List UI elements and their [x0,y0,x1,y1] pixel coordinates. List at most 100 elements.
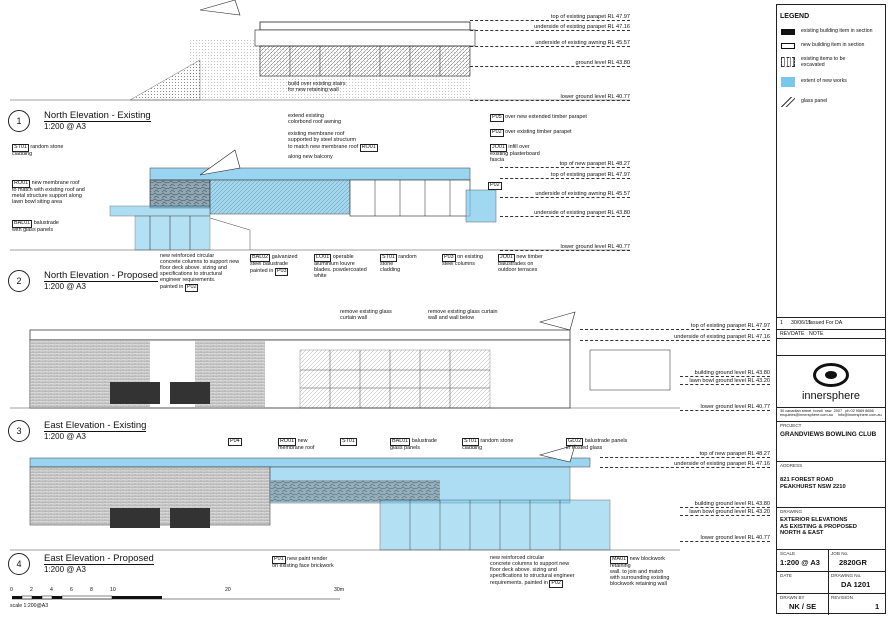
scale-value: 1:200 @ A3 [780,558,820,567]
note-p04: P04 [228,438,242,446]
firm-logo-icon [813,363,849,387]
elevation-number: 2 [8,270,30,292]
revision-label: REVISION [831,595,853,600]
level-label: lower ground level RL 40.77 [700,535,770,541]
revision-col-rev: REV [780,331,791,337]
note-p02: P02 over existing timber parapet [490,129,572,137]
legend-item: new building item in section [801,42,865,48]
level-label: lower ground level RL 40.77 [560,244,630,250]
level-label: underside of existing parapet RL 43.80 [534,210,630,216]
scale-tick: 20 [225,587,231,593]
revision-col-note: NOTE [809,331,824,337]
drawn-by-label: DRAWN BY [780,595,805,600]
note-p03: P03 on existing steel columns [442,254,483,267]
note-remove-glass-wall: remove existing glass curtain wall and w… [428,309,498,321]
elevation-title: North Elevation - Proposed [44,270,159,282]
note-remove-glass: remove existing glass curtain wall [340,309,392,321]
note-st01c: ST01 [340,438,357,446]
job-no-label: JOB No. [831,551,849,556]
legend-item: existing building item in section [801,28,873,34]
note-ro01c: RO01 new membrane roof [278,438,315,451]
legend-item: existing items to be excavated [801,56,846,68]
level-label: top of existing parapet RL 47.97 [550,172,630,178]
scale-tick: 8 [90,587,93,593]
level-label: top of existing parapet RL 47.97 [690,323,770,329]
legend-swatch-glass [781,97,795,107]
level-label: top of new parapet RL 48.27 [559,161,630,167]
level-label: top of existing parapet RL 47.97 [550,14,630,20]
elevation-scale: 1:200 @ A3 [44,432,86,441]
legend-item: glass panel [801,98,828,104]
north-elevation-proposed-graphic [10,149,630,251]
scale-tick: 10 [110,587,116,593]
legend-swatch-existing [781,29,795,35]
date-label: DATE [780,573,792,578]
level-label: lower ground level RL 40.77 [560,94,630,100]
address-label: ADDRESS [780,463,803,468]
level-label: underside of existing parapet RL 47.16 [534,24,630,30]
note-st01: ST01 random stone cladding [12,144,64,157]
revision-date: 30/06/15 [791,320,812,326]
note-p05: P05 over new extended timber parapet [490,114,587,122]
level-label: underside of existing awning RL 45.57 [535,40,630,46]
revision-col-date: DATE [791,331,805,337]
note-bal01: BAL01 balustrade with glass panels [12,220,59,233]
scale-caption: scale 1:200@A3 [10,603,49,609]
drawn-by-value: NK / SE [789,602,817,611]
north-elevation-existing-graphic [10,0,630,101]
drawing-value: EXTERIOR ELEVATIONS AS EXISTING & PROPOS… [780,517,857,537]
note-p01: P01 new paint render on existing face br… [272,556,334,569]
note-jo01: JO01 infill over existing plasterboard f… [490,144,540,163]
drawing-no-value: DA 1201 [841,580,871,589]
job-no-value: 2820GR [839,558,867,567]
note-jo01b: JO01 new timber balustrades on outdoor t… [498,254,543,273]
level-label: top of new parapet RL 48.27 [699,451,770,457]
level-label: underside of existing awning RL 45.57 [535,191,630,197]
east-elevation-existing-graphic [10,311,680,409]
note-ma01: MA01 new blockwork retaining wall. to jo… [610,556,670,587]
scale-tick: 0 [10,587,13,593]
elevations-graphics [10,0,680,600]
drawing-label: DRAWING [780,509,803,514]
revision-number: 1 [780,320,783,326]
scale-label: SCALE [780,551,796,556]
note-build-over: build over existing stairs for new retai… [288,81,346,93]
level-label: building ground level RL 43.80 [694,370,770,376]
legend-swatch-new [781,43,795,49]
legend-title: LEGEND [780,13,810,20]
revision-note: Issued For DA [809,320,843,326]
note-ro01: RO01 new membrane roof to match with exi… [12,180,85,205]
scale-tick: 6 [70,587,73,593]
project-value: GRANDVIEWS BOWLING CLUB [780,431,877,438]
note-extend-roof: extend existing colorbond roof awning [288,113,342,125]
scale-tick: 4 [50,587,53,593]
firm-address: 30 canadian street bondi nsw 2007 ph 02 … [780,409,882,418]
note-bal02: BAL02 galvanized steel balustrade painte… [250,254,298,276]
legend-item: extent of new works [801,78,847,84]
note-columns: new reinforced circular concrete columns… [160,253,240,292]
note-along-balcony: along new balcony [288,154,333,160]
level-label: lawn bowl ground level RL 43.20 [689,509,770,515]
note-p02-short: P02 [488,182,502,190]
level-label: building ground level RL 43.80 [694,501,770,507]
drawing-no-label: DRAWING No. [831,573,862,578]
east-elevation-proposed-graphic [10,444,680,551]
note-gl02: GL02 balustrade panels in frosted glass [566,438,628,451]
title-block: LEGEND existing building item in section… [776,4,886,615]
level-label: underside of existing parapet RL 47.16 [674,334,770,340]
level-label: lawn bowl ground level RL 43.20 [689,378,770,384]
legend-swatch-excavated [781,57,795,67]
firm-name: innersphere [801,390,861,402]
elevation-scale: 1:200 @ A3 [44,122,86,131]
elevation-title: North Elevation - Existing [44,110,151,122]
revision-value: 1 [875,602,880,611]
scale-bar-graphic [12,595,340,600]
scale-tick: 30m [334,587,345,593]
note-lo01: LO01 operable aluminium louvre blades. p… [314,254,367,279]
legend-swatch-new-works [781,77,795,87]
level-label: lower ground level RL 40.77 [700,404,770,410]
elevation-number: 4 [8,553,30,575]
elevation-title: East Elevation - Proposed [44,553,154,565]
note-membrane-existing: existing membrane roof supported by stee… [288,131,378,152]
